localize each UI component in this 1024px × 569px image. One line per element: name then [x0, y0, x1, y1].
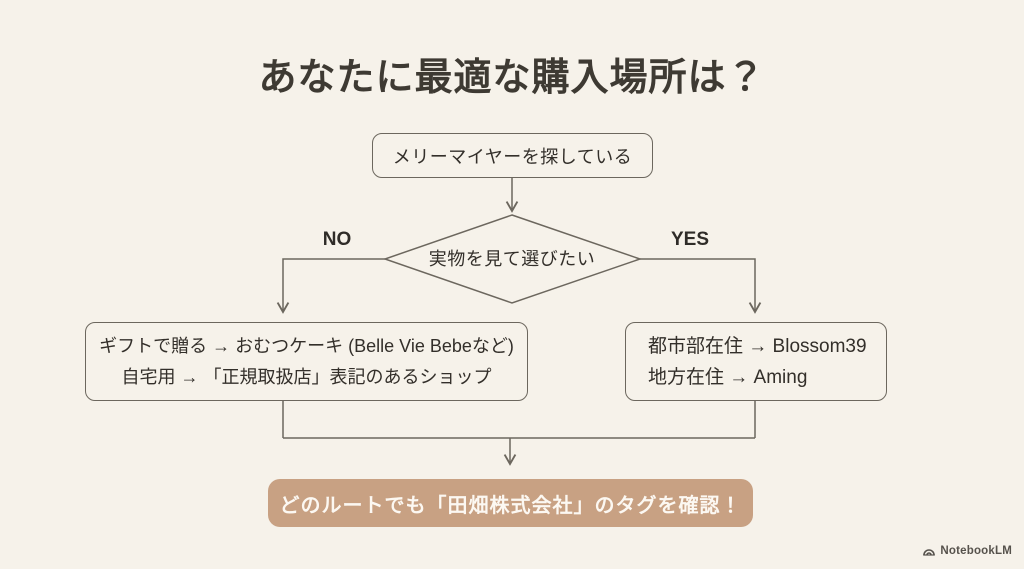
conclusion-banner-label: どのルートでも「田畑株式会社」のタグを確認！: [279, 494, 742, 517]
yes-result-line-2: 地方在住 → Aming: [648, 366, 808, 388]
connector-no-branch: [276, 258, 385, 314]
start-node: メリーマイヤーを探している: [372, 133, 653, 178]
yes-result-line-1: 都市部在住 → Blossom39: [648, 335, 867, 357]
notebooklm-watermark-label: NotebookLM: [940, 545, 1012, 557]
yes-result-node: 都市部在住 → Blossom39 地方在住 → Aming: [625, 322, 887, 401]
no-result-line-2: 自宅用 → 「正規取扱店」表記のあるショップ: [121, 366, 492, 387]
decision-diamond-shape: [382, 214, 643, 304]
branch-label-yes: YES: [670, 229, 710, 250]
no-result-line-1: ギフトで贈る → おむつケーキ (Belle Vie Bebeなど): [99, 335, 514, 356]
conclusion-banner: どのルートでも「田畑株式会社」のタグを確認！: [268, 479, 753, 527]
start-node-label: メリーマイヤーを探している: [392, 146, 633, 167]
no-result-node: ギフトで贈る → おむつケーキ (Belle Vie Bebeなど) 自宅用 →…: [85, 322, 528, 401]
branch-label-no: NO: [322, 229, 352, 250]
notebooklm-watermark: NotebookLM: [922, 545, 1012, 557]
connector-yes-branch: [640, 258, 762, 314]
notebooklm-arcs-icon: [922, 545, 936, 557]
decision-node-label: 実物を見て選びたい: [428, 249, 596, 269]
slide-title: あなたに最適な購入場所は？: [258, 57, 766, 99]
